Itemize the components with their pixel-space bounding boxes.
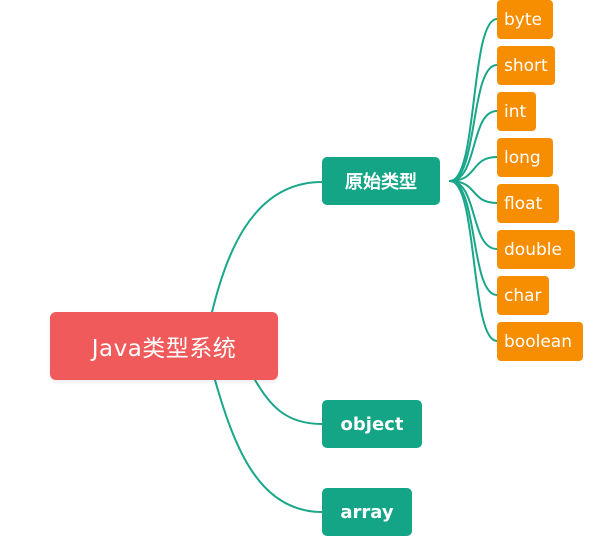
connector-primitive-short	[449, 64, 498, 182]
connector-primitive-char	[449, 180, 498, 296]
connector-root-array	[214, 379, 323, 513]
leaf-int[interactable]: int	[497, 92, 536, 131]
branch-primitive-types[interactable]: 原始类型	[322, 157, 440, 205]
leaf-long[interactable]: long	[497, 138, 553, 177]
connector-primitive-long	[449, 156, 498, 182]
connector-primitive-byte	[449, 18, 498, 182]
root-node[interactable]: Java类型系统	[50, 312, 278, 380]
branch-array[interactable]: array	[322, 488, 412, 536]
leaf-float[interactable]: float	[497, 184, 559, 223]
branch-object[interactable]: object	[322, 400, 422, 448]
leaf-double[interactable]: double	[497, 230, 575, 269]
leaf-boolean[interactable]: boolean	[497, 322, 583, 361]
connector-primitive-boolean	[449, 180, 498, 342]
leaf-char[interactable]: char	[497, 276, 549, 315]
connector-root-object	[254, 379, 323, 425]
leaf-byte[interactable]: byte	[497, 0, 553, 39]
connector-root-primitive	[211, 181, 323, 313]
leaf-short[interactable]: short	[497, 46, 555, 85]
connector-primitive-int	[449, 110, 498, 182]
